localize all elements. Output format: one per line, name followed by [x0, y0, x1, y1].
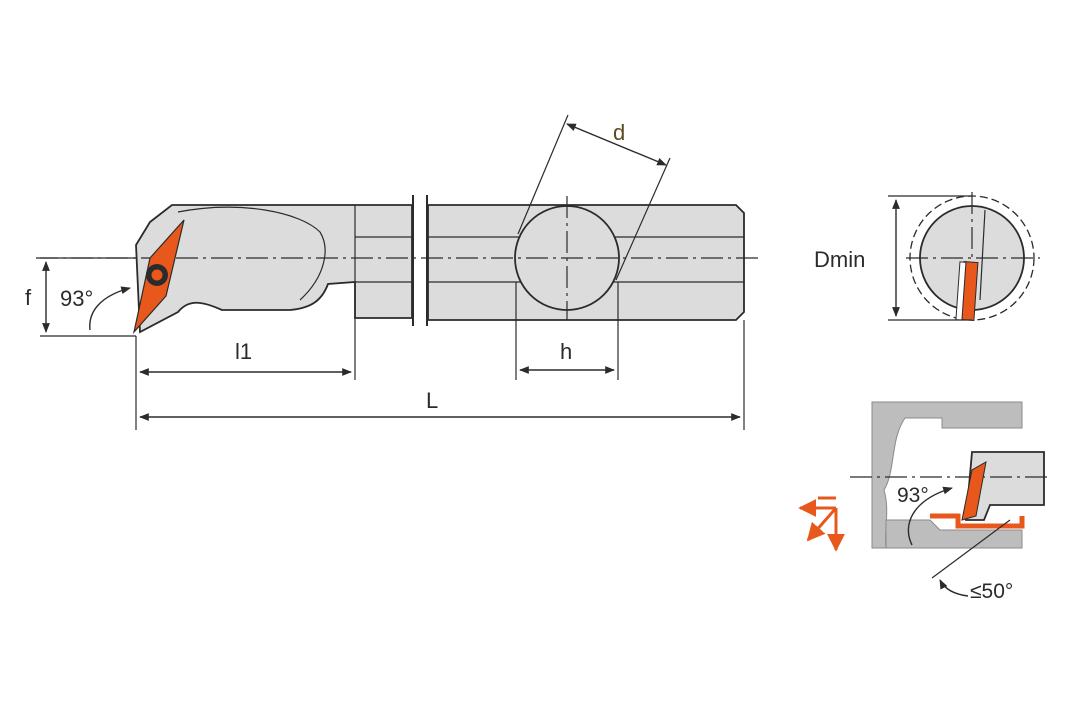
f-label: f: [25, 285, 32, 310]
detail-angle-arc: [907, 486, 953, 546]
ramp-line: [931, 519, 1011, 579]
detail-view: 93° ≤50°: [798, 401, 1050, 603]
d-ext-right: [615, 157, 671, 281]
ramp-angle-label: ≤50°: [970, 580, 1013, 603]
end-view: Dmin: [814, 192, 1040, 324]
ramp-angle-arc: [939, 579, 969, 597]
angle-arc: [89, 286, 131, 331]
angle-label: 93°: [60, 286, 93, 311]
detail-cut-profile: [930, 513, 1025, 529]
detail-tool-bar: [965, 451, 1045, 521]
head-contour: [177, 206, 326, 301]
d-ext-left: [517, 114, 569, 235]
l1-label: l1: [235, 339, 252, 364]
end-view-flat: [979, 209, 986, 301]
h-label: h: [560, 339, 572, 364]
detail-angle-label: 93°: [897, 484, 929, 507]
d-label: d: [613, 120, 625, 145]
insert-screw-icon: [150, 268, 164, 282]
L-label: L: [426, 388, 438, 413]
detail-insert: [961, 461, 987, 521]
detail-workpiece-bottom: [885, 519, 1023, 549]
bar-head: [135, 204, 413, 334]
d-dimension-line: [566, 123, 667, 166]
feed-direction-icon: [798, 496, 845, 552]
side-view: f 93° l1 h L d: [25, 114, 762, 430]
dmin-label: Dmin: [814, 247, 865, 272]
